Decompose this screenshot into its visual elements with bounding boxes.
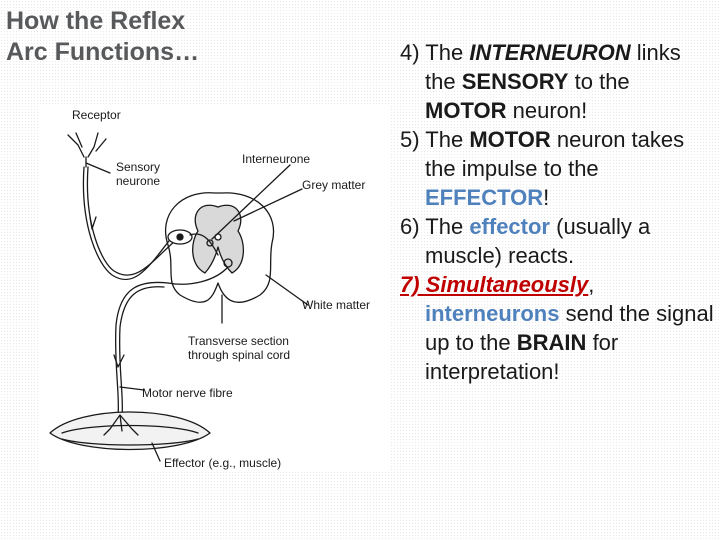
ganglion-cell: [176, 233, 184, 241]
term-sensory: SENSORY: [461, 69, 569, 94]
label-sensory-2: neurone: [116, 174, 160, 188]
motor-fibre: [118, 286, 165, 416]
reflex-arc-svg: Receptor Sensory neurone Interneurone Gr…: [49, 108, 370, 470]
label-grey-matter: Grey matter: [302, 178, 365, 192]
term-motor-2: MOTOR: [469, 127, 551, 152]
term-interneurons: interneurons: [425, 301, 560, 326]
interneurone-fibre: [189, 233, 219, 256]
pointer-grey-matter: [233, 188, 303, 222]
motor-end-plates: [103, 414, 139, 436]
slide-title: How the Reflex Arc Functions…: [6, 7, 200, 66]
label-interneurone: Interneurone: [242, 152, 310, 166]
label-receptor: Receptor: [72, 108, 121, 122]
term-interneuron: INTERNEURON: [469, 40, 631, 65]
muscle-shape: [49, 411, 211, 451]
pointer-white-matter: [265, 274, 309, 306]
term-motor: MOTOR: [425, 98, 507, 123]
steps-list: 4) The INTERNEURON links the SENSORY to …: [400, 38, 716, 386]
step-6: 6) The effector (usually a muscle) react…: [400, 214, 651, 268]
label-effector: Effector (e.g., muscle): [164, 456, 281, 470]
muscle-fibre-line: [61, 438, 199, 446]
step-5: 5) The MOTOR neuron takes the impulse to…: [400, 127, 685, 210]
pointer-motor-fibre: [119, 386, 145, 391]
sensory-arrow: [89, 216, 97, 230]
spinal-cord-outline: [164, 192, 275, 303]
receptor-branch: [87, 132, 99, 158]
interneurone-cell: [206, 239, 214, 247]
receptor-branch: [95, 138, 107, 152]
motor-arrow: [113, 354, 125, 368]
label-sensory-1: Sensory: [116, 160, 160, 174]
term-effector-lower: effector: [469, 214, 550, 239]
pointer-sensory: [85, 162, 111, 174]
receptor-branch: [67, 134, 85, 158]
motor-fibre: [114, 281, 169, 416]
term-brain: BRAIN: [516, 330, 587, 355]
label-transverse-1: Transverse section: [188, 334, 289, 348]
pointer-interneurone: [211, 164, 291, 240]
receptor-branch: [75, 132, 83, 148]
reflex-arc-diagram: Receptor Sensory neurone Interneurone Gr…: [40, 105, 390, 470]
motor-root: [167, 266, 229, 285]
pointer-effector: [151, 442, 161, 462]
sensory-fibre: [86, 166, 176, 276]
step-7: 7) Simultaneously, interneurons send the…: [400, 272, 714, 384]
label-white-matter: White matter: [302, 298, 370, 312]
step-4: 4) The INTERNEURON links the SENSORY to …: [400, 40, 681, 123]
term-simultaneously: 7) Simultaneously: [400, 272, 589, 297]
muscle-fibre-line: [61, 424, 199, 434]
label-transverse-2: through spinal cord: [188, 348, 290, 362]
term-effector: EFFECTOR: [425, 185, 544, 210]
label-motor-fibre: Motor nerve fibre: [142, 386, 233, 400]
